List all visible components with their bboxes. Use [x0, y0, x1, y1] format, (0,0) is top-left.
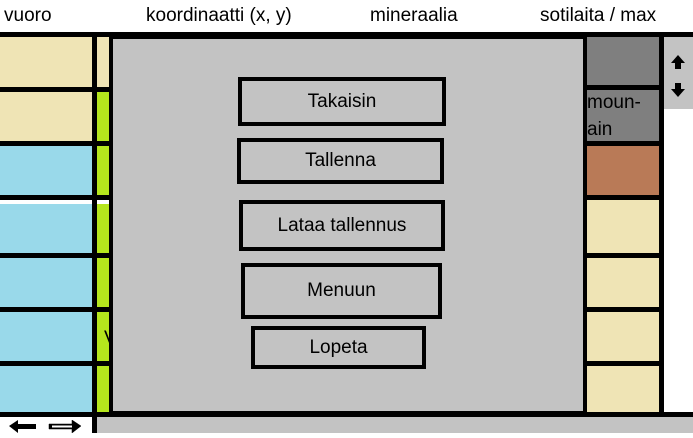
map-tile[interactable]: [0, 366, 92, 412]
grid-line: [0, 361, 110, 366]
grid-line: [92, 32, 97, 433]
map-tile[interactable]: [97, 37, 109, 87]
grid-line: [583, 195, 663, 200]
left-arrow-icon[interactable]: [8, 420, 38, 433]
right-arrow-icon[interactable]: [48, 419, 82, 434]
grid-line: [583, 141, 663, 146]
map-tile[interactable]: [587, 366, 659, 412]
turn-label: vuoro: [4, 5, 52, 26]
save-button[interactable]: Tallenna: [237, 138, 444, 184]
bottom-bar: [97, 417, 693, 433]
mountain-tile[interactable]: [587, 90, 659, 142]
mountain-label-line2: ain: [587, 119, 613, 140]
main-menu-button[interactable]: Menuun: [241, 263, 442, 319]
map-tile[interactable]: [0, 92, 92, 142]
grid-line: [0, 87, 110, 92]
map-tile[interactable]: [587, 37, 659, 85]
map-tile[interactable]: [587, 200, 659, 254]
soldiers-label: sotilaita / max: [540, 5, 657, 26]
map-top-border: [0, 32, 693, 37]
minerals-label: mineraalia: [370, 5, 458, 26]
tile-separator: [0, 200, 92, 204]
map-tile[interactable]: [587, 312, 659, 362]
map-tile[interactable]: [0, 258, 92, 308]
grid-line: [0, 195, 110, 200]
back-button[interactable]: Takaisin: [238, 77, 446, 126]
map-tile[interactable]: [0, 37, 92, 87]
map-tile[interactable]: [0, 312, 92, 362]
map-tile[interactable]: [0, 146, 92, 196]
coordinate-label: koordinaatti (x, y): [146, 5, 292, 26]
scroll-buttons: [664, 37, 693, 109]
up-arrow-icon[interactable]: [670, 54, 686, 70]
grid-line: [0, 253, 110, 258]
grid-line: [583, 361, 663, 366]
grid-line: [583, 307, 663, 312]
map-tile[interactable]: [587, 146, 659, 196]
map-tile[interactable]: [97, 366, 109, 412]
mountain-label-line1: moun-: [587, 92, 641, 113]
grid-line: [583, 85, 663, 90]
grid-line: [583, 253, 663, 258]
quit-button[interactable]: Lopeta: [251, 326, 426, 369]
map-tile[interactable]: [97, 204, 109, 254]
map-tile[interactable]: [97, 258, 109, 308]
down-arrow-icon[interactable]: [670, 82, 686, 98]
grid-line: [0, 307, 110, 312]
map-tile[interactable]: [97, 146, 109, 196]
map-tile[interactable]: [97, 312, 109, 362]
load-save-button[interactable]: Lataa tallennus: [239, 200, 445, 251]
map-tile[interactable]: [587, 258, 659, 308]
map-tile[interactable]: [0, 204, 92, 254]
grid-line: [659, 32, 664, 413]
grid-line: [0, 141, 110, 146]
map-tile[interactable]: [97, 92, 109, 142]
